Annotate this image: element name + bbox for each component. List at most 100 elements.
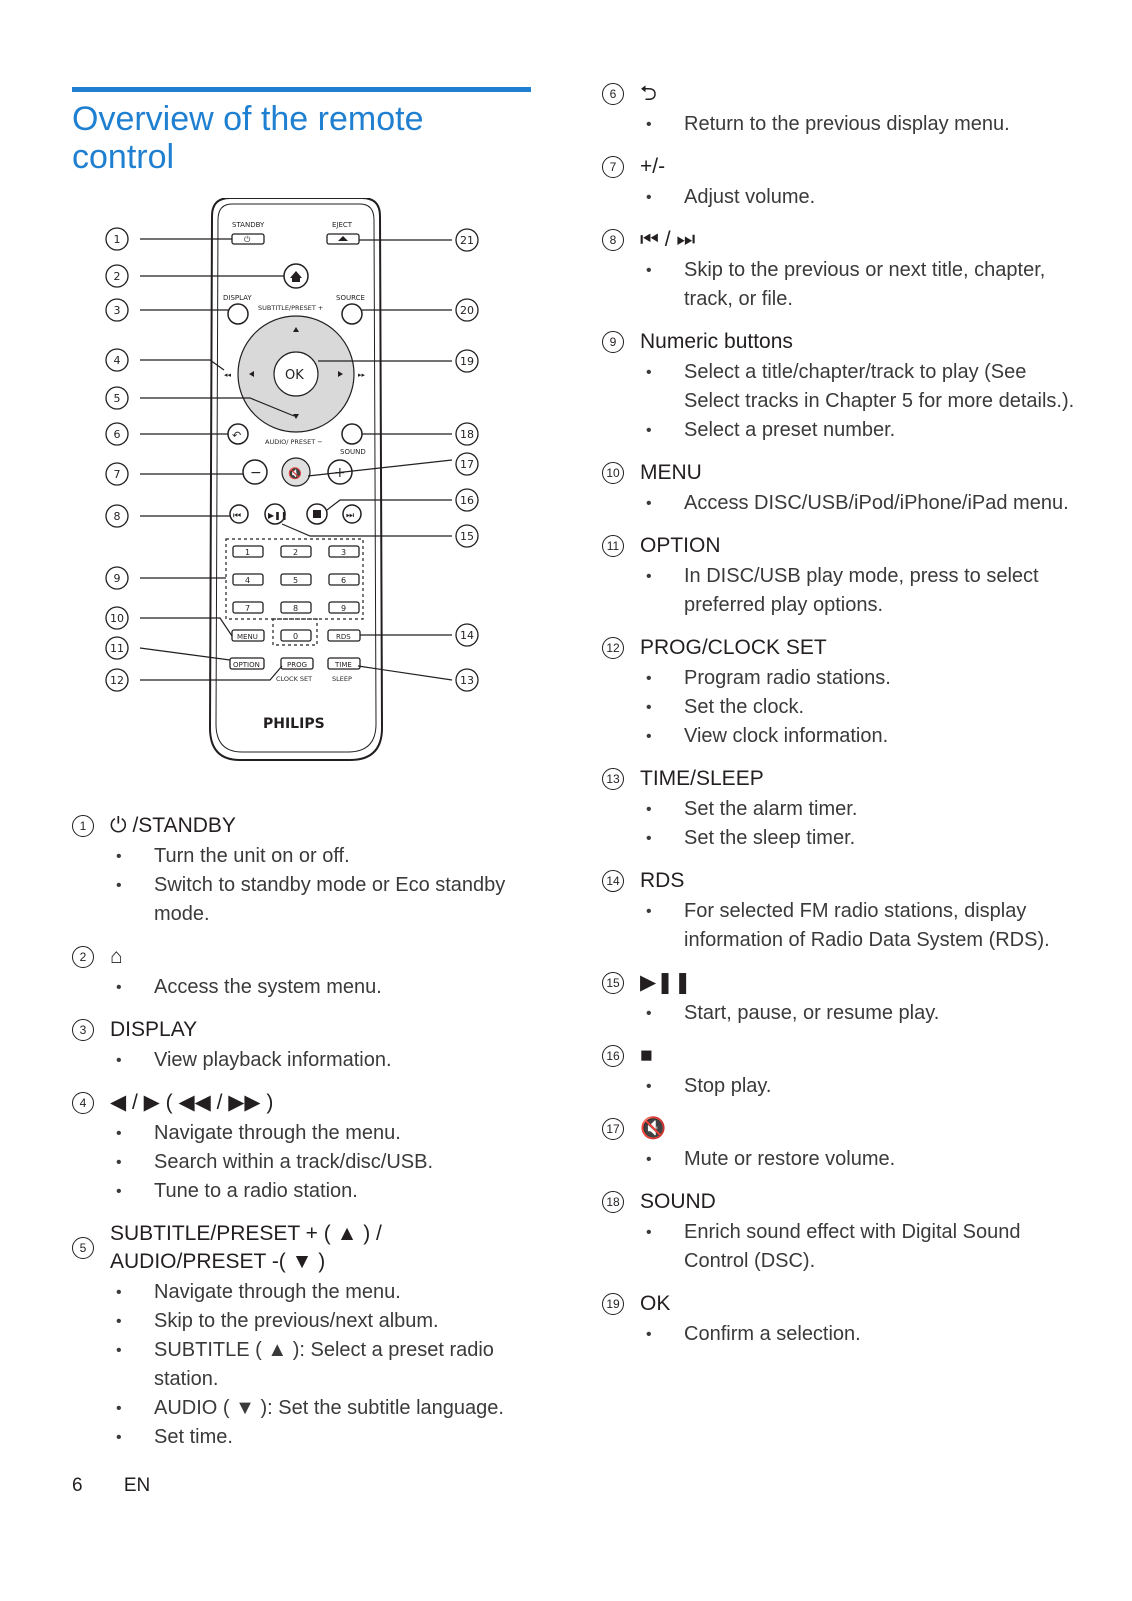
bullet-item: Set time. <box>112 1423 542 1452</box>
number-key-3 <box>328 545 360 558</box>
function-item: 6⮌Return to the previous display menu. <box>602 80 1082 139</box>
function-item: 19OKConfirm a selection. <box>602 1290 1082 1349</box>
callout-badge <box>105 668 129 692</box>
item-bullets: Access DISC/USB/iPod/iPhone/iPad menu. <box>602 489 1082 518</box>
number-key-9 <box>328 601 360 614</box>
item-heading-text: ◀ / ▶ ( ◀◀ / ▶▶ ) <box>110 1091 274 1114</box>
item-heading-text: 🔇 <box>640 1117 667 1140</box>
callout-badge <box>455 422 479 446</box>
item-bullets: Enrich sound effect with Digital Sound C… <box>602 1218 1082 1276</box>
right-column: 6⮌Return to the previous display menu. 7 +… <box>602 80 1082 1363</box>
function-item: 16■Stop play. <box>602 1042 1082 1101</box>
item-heading: 7 +/- <box>602 153 1082 181</box>
number-key-1 <box>232 545 264 558</box>
function-item: 10MENUAccess DISC/USB/iPod/iPhone/iPad m… <box>602 459 1082 518</box>
item-heading-text: SOUND <box>640 1190 716 1213</box>
next-button <box>342 504 362 524</box>
sleep-label: SLEEP <box>332 675 352 683</box>
item-bullets: Adjust volume. <box>602 183 1082 212</box>
item-number-badge: 5 <box>72 1237 94 1259</box>
item-number-badge: 11 <box>602 535 624 557</box>
item-bullets: Mute or restore volume. <box>602 1145 1082 1174</box>
item-heading-text: ⏮ / ⏭ <box>640 228 696 251</box>
display-label: DISPLAY <box>223 294 252 302</box>
function-item: 4◀ / ▶ ( ◀◀ / ▶▶ )Navigate through the m… <box>72 1089 542 1206</box>
page-title: Overview of the remote control <box>72 100 424 176</box>
source-label: SOURCE <box>336 294 365 302</box>
callout-number: 20 <box>460 304 474 317</box>
stop-button <box>306 503 328 525</box>
bullet-item: Program radio stations. <box>642 664 1082 693</box>
number-key-label: 8 <box>293 604 298 613</box>
number-key-label: 5 <box>293 576 298 585</box>
item-bullets: Program radio stations.Set the clock.Vie… <box>602 664 1082 751</box>
subtitle-preset-label: SUBTITLE/PRESET + <box>258 304 323 312</box>
item-bullets: In DISC/USB play mode, press to select p… <box>602 562 1082 620</box>
callout-badge <box>455 668 479 692</box>
page-footer: 6 EN <box>72 1475 186 1497</box>
volume-up-button <box>327 459 353 485</box>
callout-badge <box>105 422 129 446</box>
item-number-badge: 7 <box>602 156 624 178</box>
item-number-badge: 1 <box>72 815 94 837</box>
item-number-badge: 3 <box>72 1019 94 1041</box>
number-key-4 <box>232 573 264 586</box>
item-number-badge: 6 <box>602 83 624 105</box>
bullet-item: Skip to the previous or next title, chap… <box>642 256 1082 314</box>
bullet-item: SUBTITLE ( ▲ ): Select a preset radio st… <box>112 1336 542 1394</box>
bullet-item: Search within a track/disc/USB. <box>112 1148 542 1177</box>
item-number-badge: 14 <box>602 870 624 892</box>
item-heading: 2⌂ <box>72 943 542 971</box>
home-icon <box>290 271 302 282</box>
item-heading-text: ■ <box>640 1044 653 1067</box>
prog-button <box>280 657 314 670</box>
svg-text:⏮: ⏮ <box>233 511 241 521</box>
item-bullets: Select a title/chapter/track to play (Se… <box>602 358 1082 445</box>
bullet-item: Turn the unit on or off. <box>112 842 542 871</box>
number-key-label: 9 <box>341 604 346 613</box>
item-bullets: Start, pause, or resume play. <box>602 999 1082 1028</box>
left-arrow-icon <box>249 371 254 377</box>
callout-badge <box>455 298 479 322</box>
callout-number: 3 <box>114 304 121 317</box>
item-heading-text: ⌂ <box>110 945 123 968</box>
bullet-item: Select a title/chapter/track to play (Se… <box>642 358 1082 416</box>
item-number-badge: 19 <box>602 1293 624 1315</box>
callout-number: 19 <box>460 355 474 368</box>
down-arrow-icon <box>293 414 299 419</box>
item-heading: 14 RDS <box>602 867 1082 895</box>
callout-number: 18 <box>460 428 474 441</box>
bullet-item: In DISC/USB play mode, press to select p… <box>642 562 1082 620</box>
item-heading: 4◀ / ▶ ( ◀◀ / ▶▶ ) <box>72 1089 542 1117</box>
item-heading-text: SUBTITLE/PRESET + ( ▲ ) / AUDIO/PRESET -… <box>110 1222 382 1273</box>
callout-number: 9 <box>114 572 121 585</box>
item-heading-text: RDS <box>640 869 685 892</box>
callout-badge <box>455 228 479 252</box>
svg-text:⏻: ⏻ <box>244 235 251 244</box>
item-bullets: Access the system menu. <box>72 973 542 1002</box>
callout-badge <box>105 606 129 630</box>
item-number-badge: 9 <box>602 331 624 353</box>
item-heading: 16■ <box>602 1042 1082 1070</box>
bullet-item: Return to the previous display menu. <box>642 110 1082 139</box>
callout-badge <box>455 452 479 476</box>
callout-badge <box>105 636 129 660</box>
item-heading-text: ⏻ /STANDBY <box>110 814 236 837</box>
item-bullets: Navigate through the menu.Search within … <box>72 1119 542 1206</box>
number-key-label: 7 <box>245 604 250 613</box>
svg-text:−: − <box>250 465 262 481</box>
number-key-label: 0 <box>293 632 298 641</box>
right-arrow-icon <box>338 371 343 377</box>
eject-label: EJECT <box>332 221 353 229</box>
item-heading-text: TIME/SLEEP <box>640 767 764 790</box>
callout-badge <box>455 623 479 647</box>
item-heading-text: +/- <box>640 155 666 178</box>
number-key-2 <box>280 545 312 558</box>
item-heading-text: PROG/CLOCK SET <box>640 636 827 659</box>
volume-down-button <box>242 459 268 485</box>
callout-badge <box>455 349 479 373</box>
item-bullets: Stop play. <box>602 1072 1082 1101</box>
